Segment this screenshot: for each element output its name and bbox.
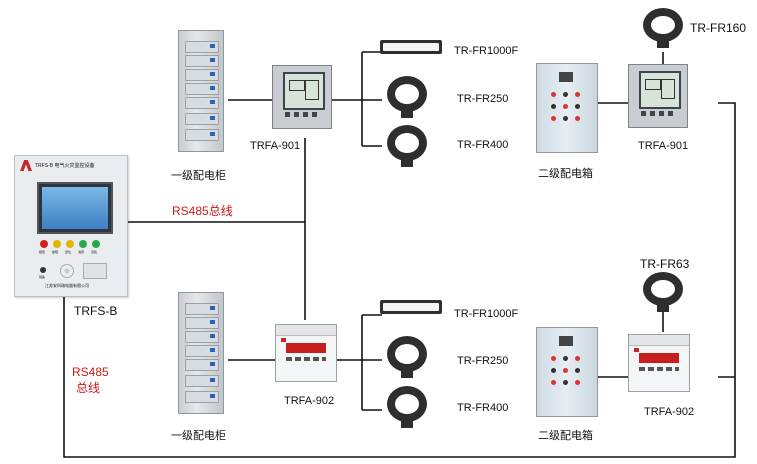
controller-manufacturer: 江苏安科瑞电器有限公司 [45,283,89,288]
outer-bus-line [63,102,736,458]
trfa-901-meter-right [628,64,688,128]
top-right-sensor-label: TR-FR160 [690,21,747,35]
indicator-mute [79,240,87,248]
top-sensor-label-1: TR-FR1000F [454,45,519,57]
fire-monitoring-controller: TRFS-B 电气火灾监控设备 报警 故障 复位 消音 自检 钥匙 江苏安科瑞电… [14,155,128,297]
ring-sensor-icon [643,272,683,312]
printer-slot [83,263,107,279]
trfa-902-meter-bottom [275,324,337,382]
top-cabinet-label: 一级配电柜 [171,170,226,182]
trfa-901-meter-top [272,65,332,129]
indicator-label: 消音 [78,250,85,254]
indicator-alarm [40,240,48,248]
bottom-right-sensor-label: TR-FR63 [640,257,690,271]
top-box-label: 二级配电箱 [538,168,593,180]
top-sensor-label-2: TR-FR250 [457,93,509,105]
controller-model-label: TRFS-B [74,304,118,318]
bottom-cabinet-label: 一级配电柜 [171,430,226,442]
split-core-sensor-icon [380,300,442,314]
bottom-sensor-label-2: TR-FR250 [457,355,509,367]
ring-sensor-icon [387,125,427,167]
top-sensor-label-3: TR-FR400 [457,139,509,151]
ring-sensor-icon [643,8,683,48]
primary-distribution-cabinet-bottom [178,292,224,414]
rs485-bus-label: RS485总线 [172,204,233,218]
bottom-box-label: 二级配电箱 [538,430,593,442]
ring-sensor-icon [387,336,427,378]
secondary-distribution-box-top [536,63,598,153]
speaker-icon [60,264,74,278]
split-core-sensor-icon [380,40,442,54]
bottom-right-meter-label: TRFA-902 [644,406,695,418]
rs485-left-label-2: 总线 [76,381,101,395]
key-switch-icon [40,267,46,273]
indicator-reset [66,240,74,248]
indicator-label: 故障 [52,250,59,254]
indicator-label: 报警 [39,250,46,254]
controller-title: TRFS-B 电气火灾监控设备 [35,163,95,169]
bottom-sensor-label-1: TR-FR1000F [454,308,519,320]
top-meter-label: TRFA-901 [250,140,301,152]
indicator-selftest [92,240,100,248]
indicator-fault [53,240,61,248]
primary-distribution-cabinet-top [178,30,224,152]
bottom-sensor-label-3: TR-FR400 [457,402,509,414]
bottom-meter-label: TRFA-902 [284,395,335,407]
top-right-meter-label: TRFA-901 [638,140,689,152]
brand-logo-icon [20,160,32,171]
rs485-left-label-1: RS485 [72,365,109,379]
indicator-label: 复位 [65,250,72,254]
secondary-distribution-box-bottom [536,327,598,417]
trfa-902-meter-right [628,334,690,392]
ring-sensor-icon [387,76,427,118]
key-label: 钥匙 [39,275,46,279]
indicator-label: 自检 [91,250,98,254]
ring-sensor-icon [387,386,427,428]
controller-touchscreen [37,182,113,234]
